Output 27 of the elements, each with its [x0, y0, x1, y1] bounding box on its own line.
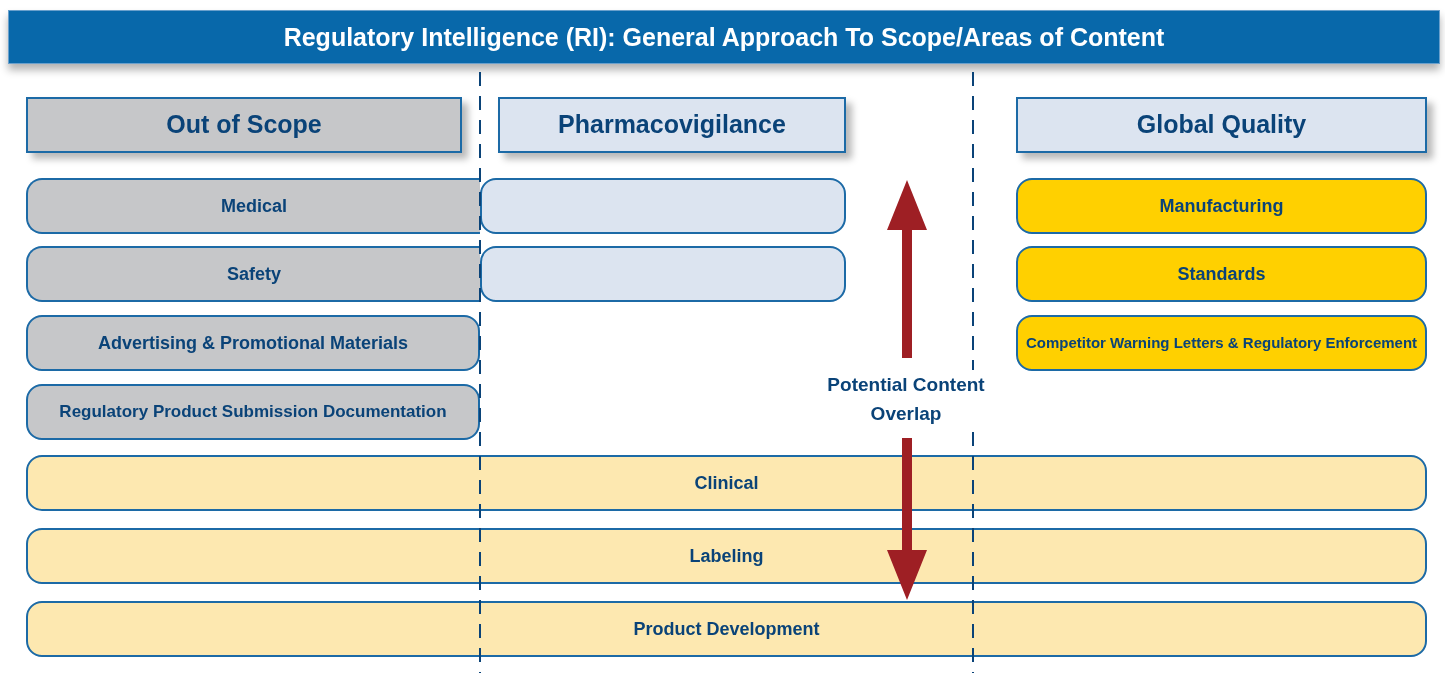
column-header: [26, 97, 462, 153]
topic-label: Labeling: [689, 544, 764, 568]
header-label: Global Quality: [1136, 109, 1307, 141]
topic-box: [26, 178, 480, 234]
topic-label: Regulatory Product Submission Documentation: [59, 401, 447, 423]
topic-label: Standards: [1177, 262, 1266, 286]
topic-label: Clinical: [694, 471, 759, 495]
topic-box: [26, 315, 480, 371]
topic-label: Medical: [221, 194, 287, 218]
header-label: Pharmacovigilance: [558, 109, 786, 141]
topic-label: Product Development: [633, 617, 820, 641]
band-box: [26, 455, 1427, 511]
topic-box: [1016, 246, 1427, 302]
column-header: [498, 97, 846, 153]
band-box: [26, 528, 1427, 584]
topic-box: [1016, 315, 1427, 371]
topic-label: Competitor Warning Letters & Regulatory Enforcement: [1025, 333, 1418, 353]
topic-box: [1016, 178, 1427, 234]
column-header: [1016, 97, 1427, 153]
topic-box: [26, 246, 480, 302]
topic-label: Safety: [227, 262, 281, 286]
topic-label: Manufacturing: [1159, 194, 1284, 218]
band-box: [26, 601, 1427, 657]
title-banner: Regulatory Intelligence (RI): General Approach To Scope/Areas of Content: [8, 10, 1440, 64]
header-label: Out of Scope: [166, 109, 322, 141]
topic-label: Advertising & Promotional Materials: [97, 331, 409, 355]
topic-box: [26, 384, 480, 440]
